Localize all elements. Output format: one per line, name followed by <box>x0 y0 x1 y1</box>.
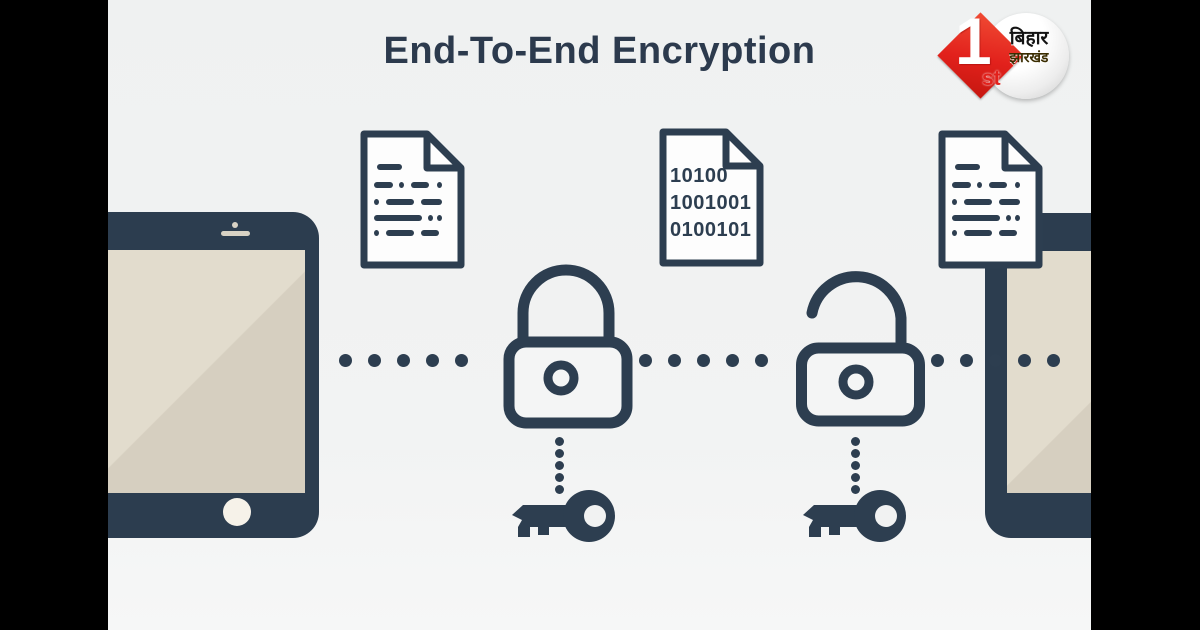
phone-screen <box>108 250 305 493</box>
logo-region-line1: बिहार <box>1009 28 1049 49</box>
logo-suffix: st <box>982 67 1001 90</box>
logo-region-text: बिहार झारखंड <box>993 28 1065 65</box>
keyhole-icon <box>543 360 579 396</box>
binary-line: 1001001 <box>670 192 752 214</box>
page-title: End-To-End Encryption <box>383 30 816 72</box>
document-text-icon-right <box>938 130 1043 269</box>
padlock-closed-icon <box>503 264 633 429</box>
channel-logo: 1 st बिहार झारखंड <box>937 4 1086 104</box>
text-lines-glyph <box>952 164 1020 236</box>
padlock-open-icon <box>796 271 925 427</box>
keyhole-icon <box>838 364 874 400</box>
document-text-icon-left <box>360 130 465 269</box>
camera-dot-icon <box>232 222 238 228</box>
binary-line: 10100 <box>670 165 729 187</box>
dotted-line-lock-to-phone <box>931 354 1060 367</box>
key-icon-right <box>803 490 906 542</box>
speaker-slot-icon <box>221 231 250 236</box>
dotted-line-lock-to-key <box>555 437 564 494</box>
text-lines-glyph <box>374 164 442 236</box>
phone-screen <box>1007 251 1091 493</box>
home-button-icon <box>223 498 251 526</box>
illustration-canvas: End-To-End Encryption <box>108 0 1091 630</box>
binary-code-text: 10100 1001001 0100101 <box>670 163 762 244</box>
logo-region-line2: झारखंड <box>1009 48 1049 65</box>
dotted-line-lock-to-key <box>851 437 860 494</box>
dotted-line-phone-to-lock <box>339 354 468 367</box>
smartphone-icon-left <box>108 212 319 538</box>
dotted-line-lock-to-lock <box>639 354 768 367</box>
logo-numeral: 1 <box>955 4 992 78</box>
key-icon-left <box>512 490 615 542</box>
binary-line: 0100101 <box>670 219 752 241</box>
document-binary-icon <box>659 128 764 267</box>
